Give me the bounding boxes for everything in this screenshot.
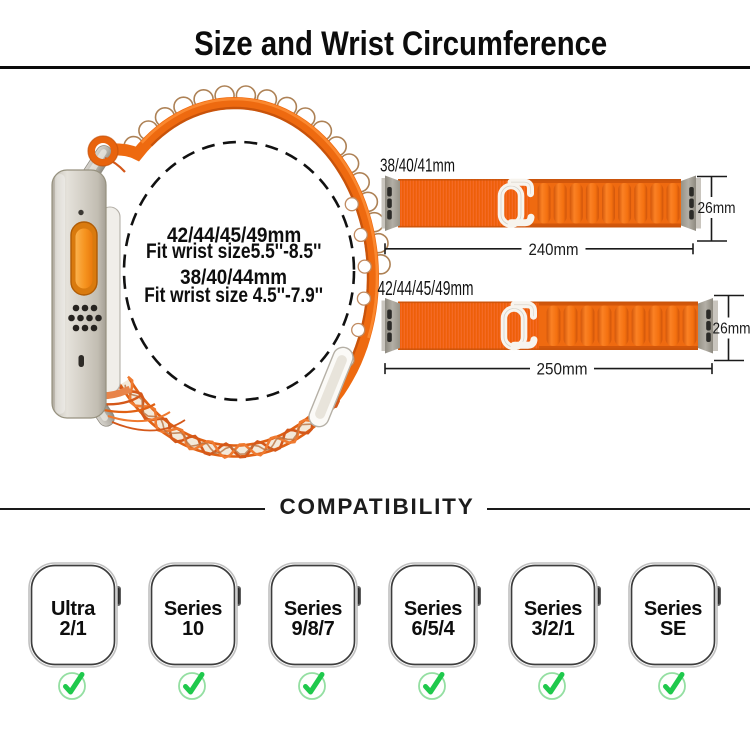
band-size-label: 38/40/41mm — [380, 156, 455, 176]
compat-label-line2: 6/5/4 — [411, 617, 455, 640]
band-edge-lines — [398, 179, 681, 228]
compat-label-line1: Series — [283, 598, 343, 620]
fit-small-text: Fit wrist size 4.5''-7.9'' — [144, 283, 324, 307]
band-loop-segments — [546, 305, 697, 346]
watch-ultra-alpine-loop-illustration — [51, 85, 391, 459]
fit-small-label: Fit wrist size 4.5''-7.9'' — [84, 285, 384, 306]
width-dimension — [714, 294, 744, 362]
right-watch-adapter — [698, 298, 718, 354]
band-loop-top-border — [530, 179, 681, 183]
compat-label-line1: Series — [523, 598, 583, 620]
apple-watch-outline-icon — [268, 562, 361, 668]
band-edge-lines — [398, 301, 698, 350]
case-highlight — [55, 174, 65, 414]
band-size-label: 42/44/45/49mm — [378, 278, 474, 300]
check-icon — [58, 672, 86, 700]
apple-watch-outline-icon — [628, 562, 721, 668]
right-watch-adapter — [681, 175, 701, 231]
compat-label-line1: Series — [403, 598, 463, 620]
compat-label-line2: 3/2/1 — [531, 617, 575, 640]
alpine-loop-band-top-arc — [110, 96, 380, 415]
compat-label-line1: Series — [643, 598, 703, 620]
compat-label-line1: Ultra — [50, 598, 96, 620]
page-title-text: Size and Wrist Circumference — [194, 24, 608, 63]
length-dimension — [384, 363, 713, 375]
size-large-label: 42/44/45/49mm — [84, 225, 384, 246]
band-attachment-ring — [88, 136, 118, 166]
band-diagram-2: 42/44/45/49mm — [378, 278, 750, 379]
size-small-text: 38/40/44mm — [180, 265, 288, 289]
band-width-label: 26mm — [713, 321, 750, 338]
size-small-label: 38/40/44mm — [84, 267, 384, 288]
apple-watch-outline-icon — [388, 562, 481, 668]
band-loop-bottom-border — [539, 346, 698, 350]
alpine-loop-band-bottom-mesh — [117, 375, 340, 459]
compat-label-line2: 9/8/7 — [291, 617, 335, 640]
band-diagram-1: 38/40/41mm — [380, 156, 736, 259]
band-size-diagrams: 38/40/41mm — [378, 156, 750, 379]
band-width-label: 26mm — [698, 200, 736, 217]
loop-g-hook — [308, 346, 354, 428]
compat-divider-left — [0, 507, 265, 511]
band-length-label: 240mm — [529, 241, 579, 259]
side-slot — [78, 355, 84, 367]
check-icon — [658, 672, 686, 700]
band-loop-bottom-border — [530, 223, 681, 228]
g-hook-buckle — [500, 301, 538, 351]
band-length-label: 250mm — [537, 361, 588, 379]
compatibility-heading: COMPATIBILITY — [279, 494, 475, 519]
action-button-inner — [75, 228, 93, 289]
check-icon — [418, 672, 446, 700]
g-hook-buckle — [497, 178, 535, 228]
check-icon — [538, 672, 566, 700]
compat-divider-right — [487, 507, 750, 511]
compat-label-line2: 10 — [182, 617, 204, 640]
left-watch-adapter — [381, 298, 400, 354]
width-dimension — [697, 175, 727, 242]
left-watch-adapter — [381, 175, 400, 231]
page-title: Size and Wrist Circumference — [52, 27, 750, 61]
speaker-holes — [68, 304, 102, 332]
compat-label-line1: Series — [163, 598, 223, 620]
length-dimension — [384, 243, 694, 255]
title-divider-line — [0, 66, 750, 69]
compat-label-line2: 2/1 — [59, 617, 87, 640]
check-icon — [298, 672, 326, 700]
mic-hole — [78, 209, 84, 216]
band-outer-edge-highlight — [140, 97, 379, 339]
band-loop-top-border — [539, 301, 698, 306]
band-loop-segments — [537, 183, 680, 224]
compat-label-line2: SE — [659, 617, 687, 640]
apple-watch-outline-icon — [28, 562, 121, 668]
watch-ultra-case — [51, 169, 107, 419]
size-large-text: 42/44/45/49mm — [166, 223, 302, 247]
fit-large-label: Fit wrist size5.5''-8.5'' — [84, 241, 384, 262]
dashed-circle — [122, 140, 356, 402]
fit-large-text: Fit wrist size5.5''-8.5'' — [146, 239, 322, 263]
check-icon — [178, 672, 206, 700]
apple-watch-outline-icon — [508, 562, 601, 668]
apple-watch-outline-icon — [148, 562, 241, 668]
